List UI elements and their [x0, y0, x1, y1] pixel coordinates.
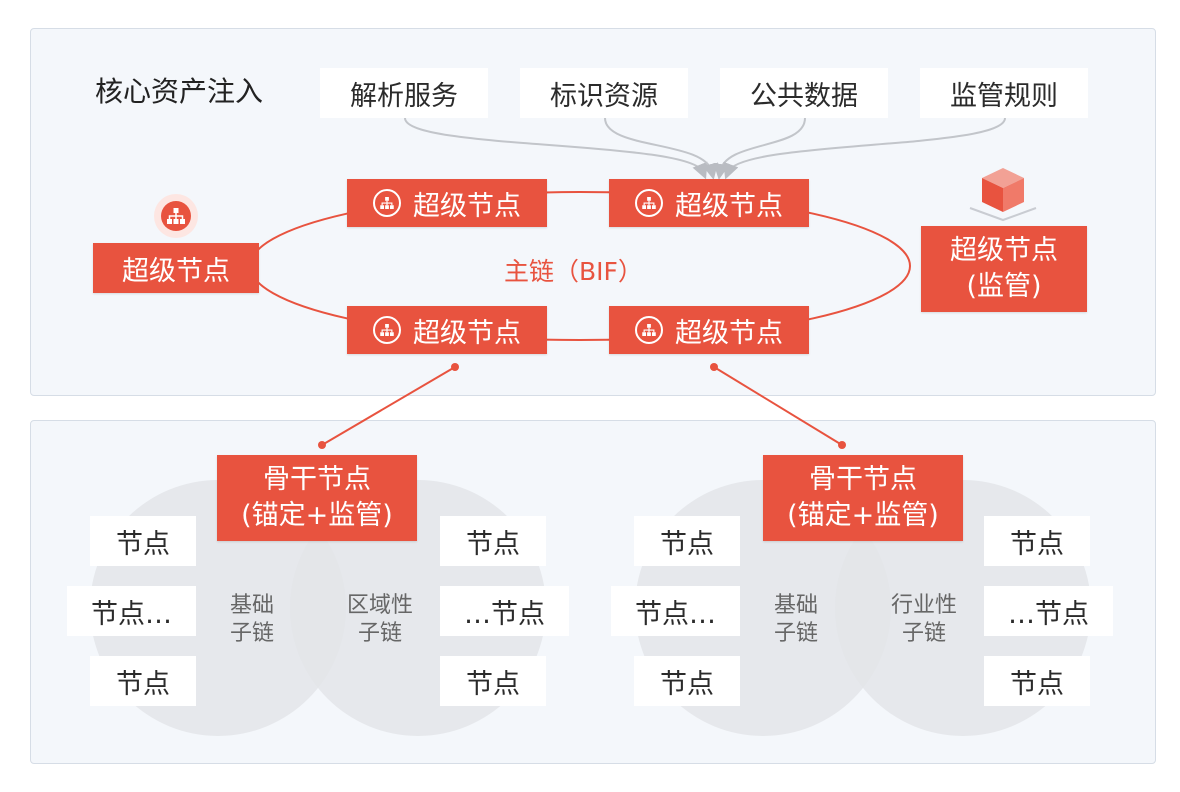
asset-identifier-resources: 标识资源	[520, 68, 688, 118]
super-node-ring: 超级节点	[347, 306, 547, 354]
backbone-line1: 骨干节点	[263, 464, 371, 495]
super-node-label: 超级节点	[413, 317, 521, 349]
network-node-icon	[373, 316, 401, 344]
node-box: 节点	[634, 656, 740, 706]
main-chain-label: 主链（BIF）	[504, 257, 643, 286]
backbone-node-right: 骨干节点 (锚定+监管)	[763, 455, 963, 541]
backbone-link	[321, 366, 456, 446]
regulator-line1: 超级节点	[950, 235, 1058, 266]
backbone-line2: (锚定+监管)	[241, 500, 393, 531]
node-box-more: …节点	[440, 586, 569, 636]
node-box-more: 节点…	[611, 586, 740, 636]
regulator-line2: (监管)	[966, 271, 1042, 302]
cube-stack-icon	[966, 162, 1040, 226]
asset-regulation-rules: 监管规则	[920, 68, 1088, 118]
asset-arrow	[404, 117, 708, 180]
subchain-label-regional: 区域性 子链	[346, 593, 413, 646]
subchain-label-industry: 行业性 子链	[890, 593, 957, 646]
super-node-ring: 超级节点	[609, 306, 809, 354]
super-node-ring: 超级节点	[347, 179, 547, 227]
super-node-label: 超级节点	[413, 190, 521, 222]
core-assets-label: 核心资产注入	[95, 75, 264, 108]
asset-arrow	[604, 117, 719, 180]
network-node-icon	[635, 189, 663, 217]
network-node-icon	[373, 189, 401, 217]
asset-resolve-service: 解析服务	[320, 68, 488, 118]
node-box: 节点	[984, 516, 1090, 566]
network-node-icon	[154, 194, 198, 238]
asset-public-data: 公共数据	[720, 68, 888, 118]
backbone-link	[713, 366, 843, 446]
network-node-icon	[635, 316, 663, 344]
asset-arrow	[713, 117, 806, 180]
asset-arrow	[723, 117, 1006, 180]
node-box-more: 节点…	[67, 586, 196, 636]
super-node-label: 超级节点	[675, 317, 783, 349]
backbone-node-left: 骨干节点 (锚定+监管)	[217, 455, 417, 541]
backbone-line1: 骨干节点	[809, 464, 917, 495]
node-box: 节点	[634, 516, 740, 566]
super-node-regulator: 超级节点 (监管)	[921, 226, 1087, 312]
subchain-label-basic: 基础 子链	[229, 593, 274, 646]
node-box: 节点	[984, 656, 1090, 706]
super-node-label: 超级节点	[675, 190, 783, 222]
subchain-label-basic: 基础 子链	[773, 593, 818, 646]
super-node-standalone: 超级节点	[93, 243, 259, 293]
node-box-more: …节点	[984, 586, 1113, 636]
node-box: 节点	[90, 516, 196, 566]
super-node-ring: 超级节点	[609, 179, 809, 227]
node-box: 节点	[90, 656, 196, 706]
node-box: 节点	[440, 516, 546, 566]
node-box: 节点	[440, 656, 546, 706]
backbone-line2: (锚定+监管)	[787, 500, 939, 531]
